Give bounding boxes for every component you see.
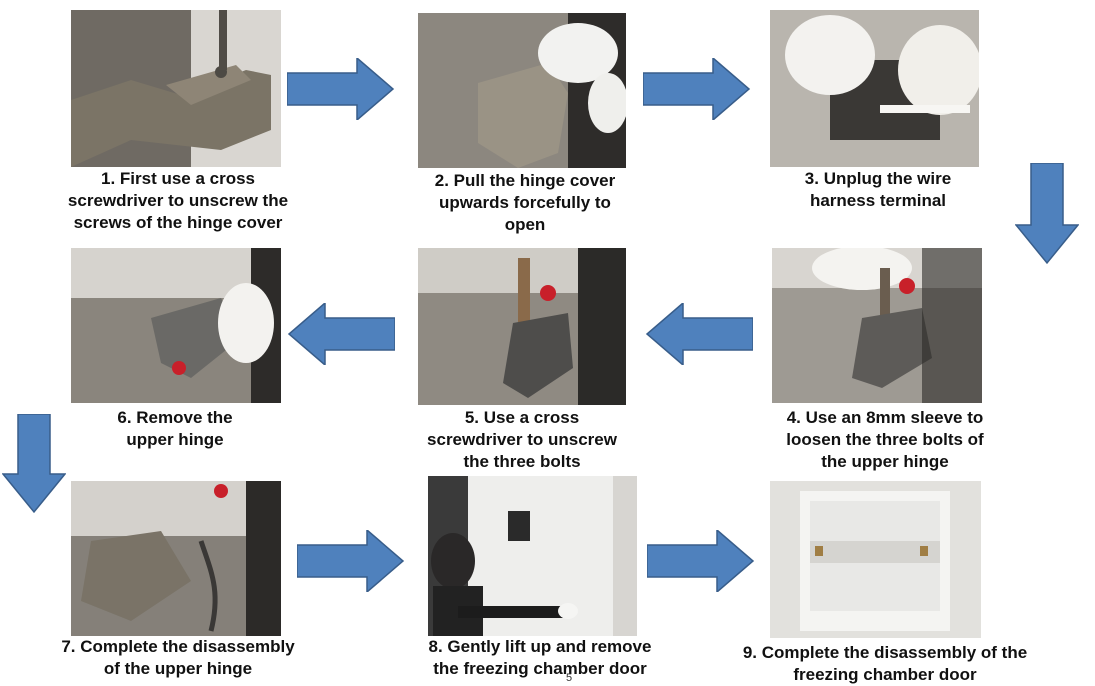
step-1-photo bbox=[71, 10, 281, 167]
arrow-left-5-to-6 bbox=[287, 303, 395, 365]
step-6-photo bbox=[71, 248, 281, 403]
step-4-photo bbox=[772, 248, 982, 403]
arrow-down-3-to-4 bbox=[1015, 163, 1079, 265]
step-5-caption: 5. Use a cross screwdriver to unscrew th… bbox=[427, 408, 617, 471]
arrow-right-1-to-2 bbox=[287, 58, 395, 120]
step-1-caption: 1. First use a cross screwdriver to unsc… bbox=[67, 169, 289, 232]
step-3-caption: 3. Unplug the wire harness terminal bbox=[804, 169, 952, 210]
step-4-caption: 4. Use an 8mm sleeve to loosen the three… bbox=[786, 408, 984, 471]
step-5-photo bbox=[418, 248, 626, 405]
step-7-photo bbox=[71, 481, 281, 636]
step-2-photo bbox=[418, 13, 626, 168]
arrow-right-7-to-8 bbox=[297, 530, 405, 592]
step-2-caption: 2. Pull the hinge cover upwards forceful… bbox=[434, 171, 616, 234]
page-number: 5 bbox=[566, 672, 573, 684]
step-9-photo bbox=[770, 481, 981, 638]
arrow-down-6-to-7 bbox=[2, 414, 66, 514]
step-7-caption: 7. Complete the disassembly of the upper… bbox=[61, 637, 295, 678]
step-8-caption: 8. Gently lift up and remove the freezin… bbox=[428, 637, 652, 678]
arrow-left-4-to-5 bbox=[645, 303, 753, 365]
step-8-photo bbox=[428, 476, 637, 636]
arrow-right-8-to-9 bbox=[647, 530, 755, 592]
step-6-caption: 6. Remove the upper hinge bbox=[117, 408, 233, 449]
step-3-photo bbox=[770, 10, 979, 167]
step-9-caption: 9. Complete the disassembly of the freez… bbox=[742, 643, 1028, 684]
arrow-right-2-to-3 bbox=[643, 58, 751, 120]
